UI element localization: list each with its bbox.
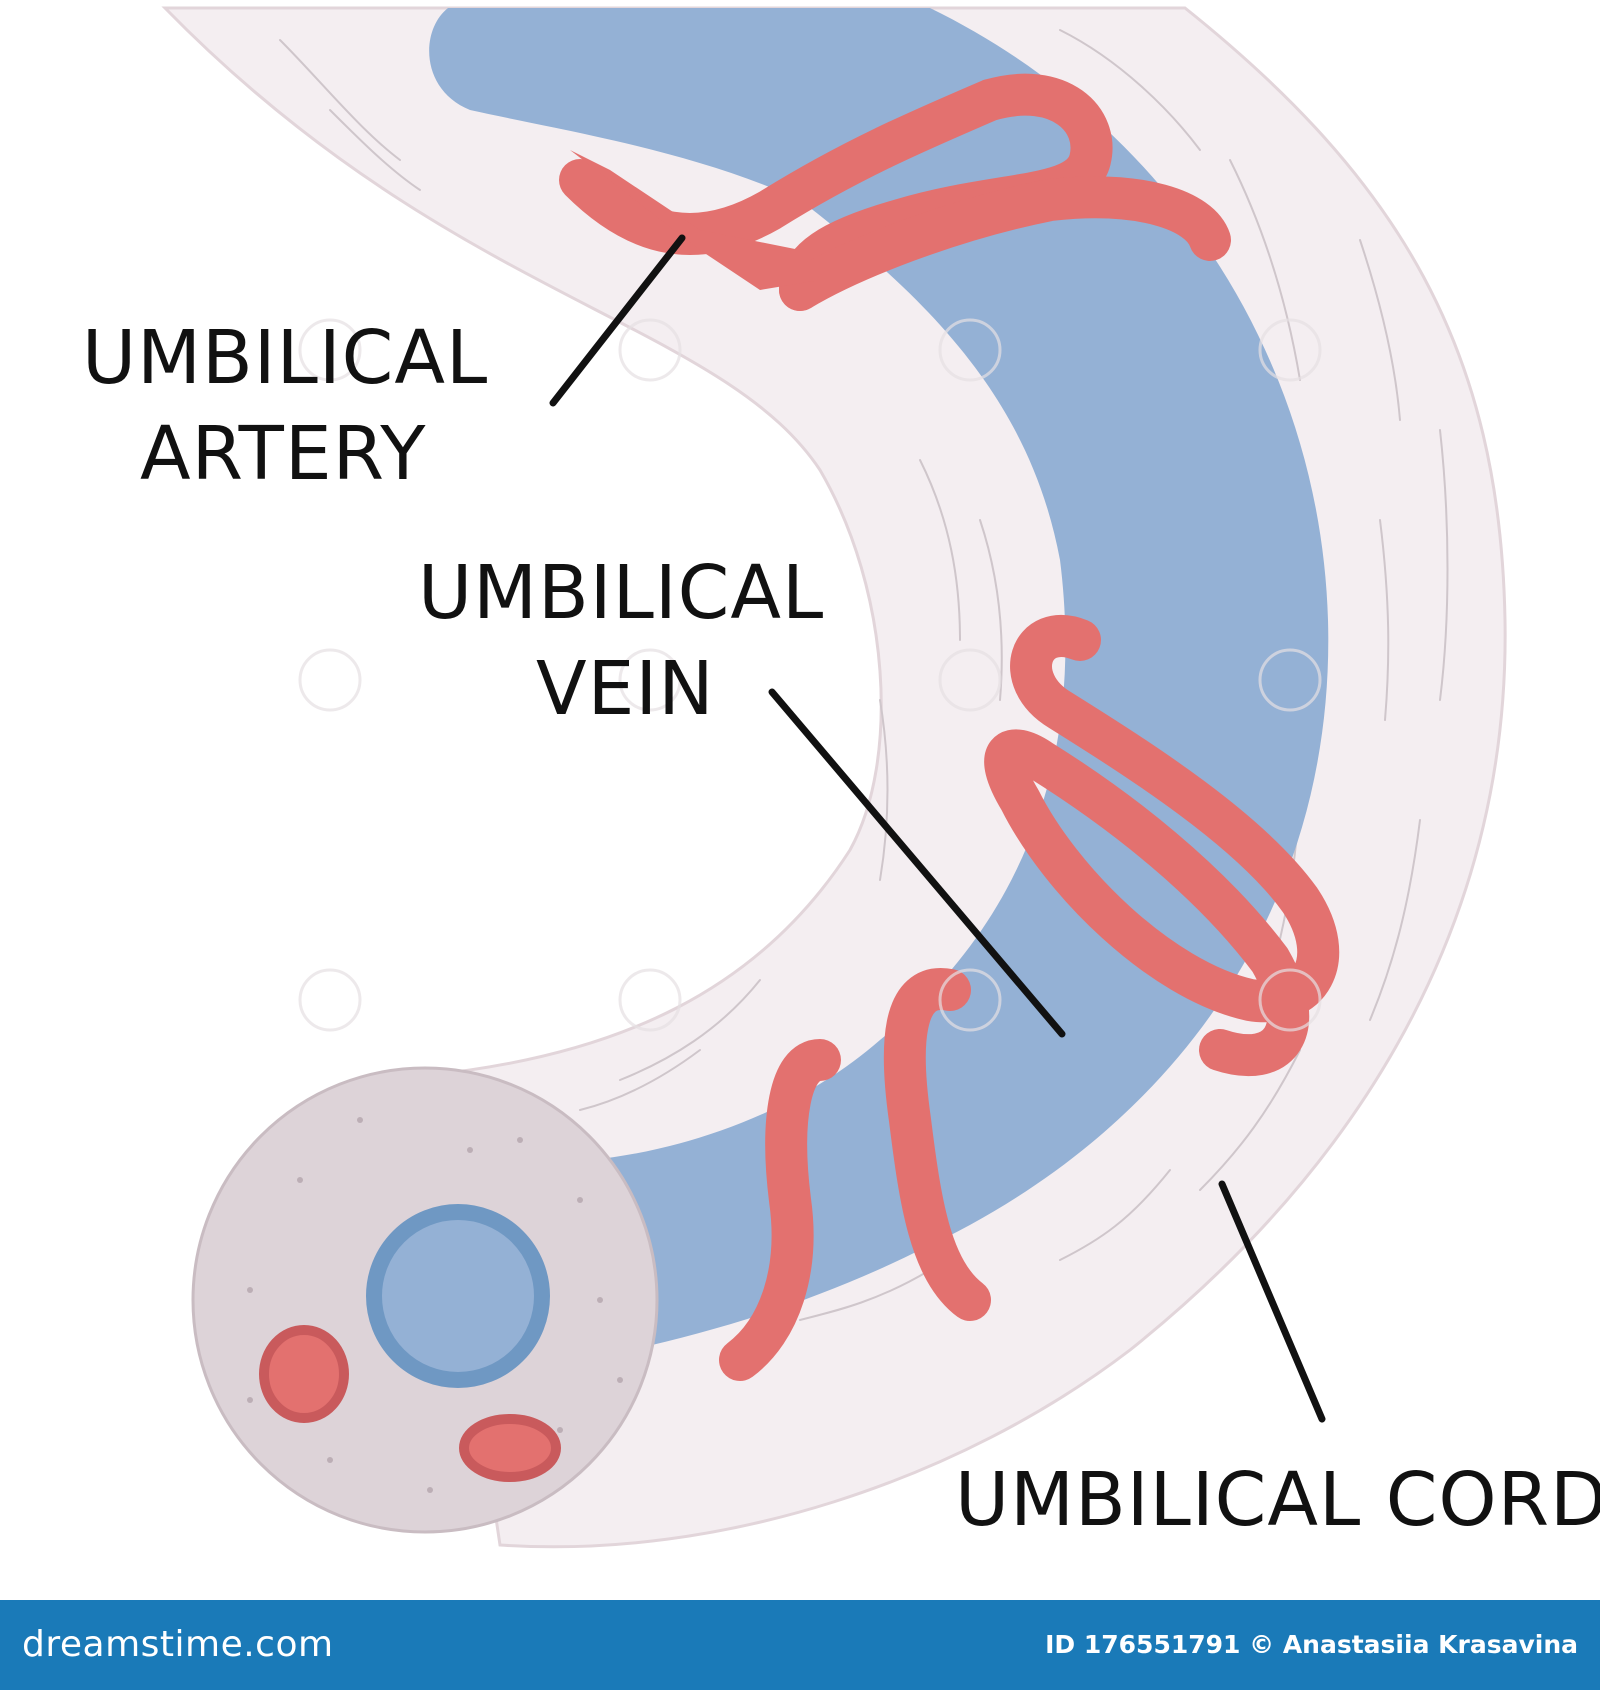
artery-leader-line [549, 234, 686, 407]
cross-section-vein [366, 1204, 550, 1388]
image-credit: ID 176551791 © Anastasiia Krasavina [1045, 1630, 1578, 1659]
umbilical-vein-label-line2: VEIN [536, 646, 715, 732]
dreamstime-logo: dreamstime.com [22, 1624, 334, 1665]
umbilical-artery-label-line1: UMBILICAL [82, 315, 489, 401]
umbilical-artery-label-line2: ARTERY [140, 411, 427, 497]
cross-section-artery-left [259, 1325, 349, 1423]
umbilical-vein [429, 8, 1329, 1350]
cord-fiber-lines [279, 29, 1449, 1321]
umbilical-cord-label: UMBILICAL CORD [955, 1452, 1600, 1548]
cross-section-artery-right [459, 1414, 561, 1482]
umbilical-cord-diagram [161, 6, 1507, 1549]
vein-leader-line [768, 688, 1066, 1038]
umbilical-artery-top-band [570, 150, 820, 290]
cord-leader-line [1218, 1180, 1326, 1423]
umbilical-cord-label-text: UMBILICAL CORD [955, 1457, 1600, 1543]
umbilical-vein-label-line1: UMBILICAL [418, 550, 825, 636]
umbilical-vein-label: UMBILICAL VEIN [418, 545, 824, 737]
umbilical-artery-label: UMBILICAL ARTERY [82, 310, 488, 502]
umbilical-artery-coils [559, 73, 1340, 1381]
watermarks [298, 318, 1322, 1032]
cord-cross-section [191, 1066, 659, 1534]
stock-footer-bar: dreamstime.com ID 176551791 © Anastasiia… [0, 1600, 1600, 1690]
